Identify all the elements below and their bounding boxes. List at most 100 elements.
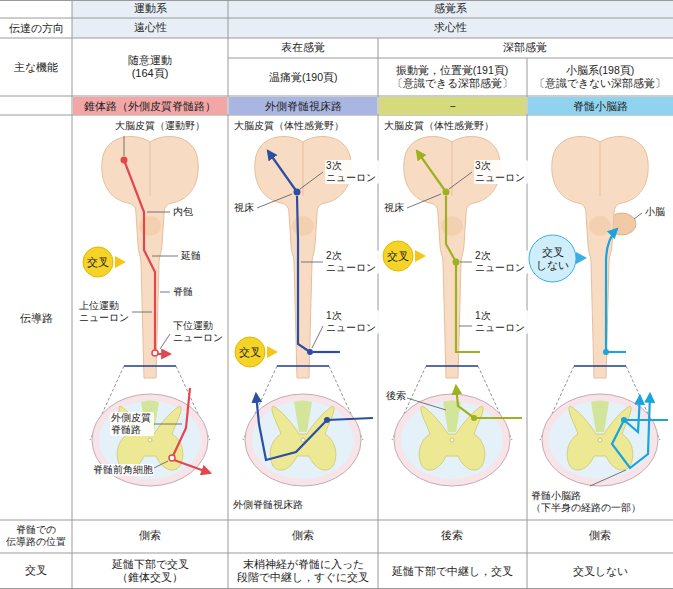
tract-name: 錐体路（外側皮質脊髄路）: [84, 100, 216, 113]
table-cell: 後索: [441, 529, 463, 542]
tract-label: 外側脊髄視床路: [232, 499, 304, 511]
leader-line: [124, 136, 642, 486]
crossing-text: 交叉: [87, 256, 109, 269]
column-header: 表在感覚: [281, 41, 325, 54]
neuron-dot: [443, 189, 478, 422]
crossing-badge: 交叉 しない: [528, 234, 577, 283]
table-grid: [72, 0, 673, 38]
neuron-dot: [169, 455, 175, 461]
illustration: [542, 394, 658, 486]
table-grid: [72, 0, 73, 589]
neuron-dot: [294, 189, 301, 196]
table-grid: [0, 18, 673, 19]
neuron-label: 2次 ニューロン: [325, 250, 379, 274]
crossing-badge: 交叉: [82, 246, 114, 278]
crossing-badge: 交叉: [234, 336, 266, 368]
pyramidal-tract: [158, 353, 170, 355]
leader-line: [257, 194, 292, 208]
table-cell: 小脳系(198頁) 〔意識できない深部感覚〕: [530, 64, 670, 89]
structure-label: 延髄: [180, 250, 202, 262]
leader-line: [152, 256, 178, 257]
badge-circle: [383, 241, 413, 271]
structure-label: 大脳皮質（体性感覚野）: [233, 120, 345, 132]
table-cell: 側索: [292, 529, 314, 542]
structure-label: 大脳皮質（体性感覚野）: [383, 120, 495, 132]
column-header: 感覚系: [434, 2, 467, 15]
leader-line: [300, 172, 323, 189]
leader-line: [153, 424, 182, 425]
spinocerebellar-tract: [612, 394, 668, 468]
table-cell: 交叉しない: [573, 565, 628, 578]
neuron-label: 3次 ニューロン: [325, 160, 379, 184]
table-cell: 振動覚，位置覚(191頁) 〔意識できる深部感覚〕: [381, 64, 523, 89]
table-grid: [228, 58, 673, 59]
spinocerebellar-tract: [606, 229, 668, 468]
spinothalamic-tract: [327, 418, 373, 420]
posterior-column-tract: [417, 151, 522, 418]
leader-line: [124, 136, 125, 156]
column-header: 運動系: [134, 2, 167, 15]
neuron-dot: [324, 417, 330, 423]
leader-line: [407, 194, 441, 208]
structure-label: 小脳: [644, 206, 666, 218]
pointer-arrow: [415, 250, 426, 262]
table-cell: 側索: [589, 529, 611, 542]
table-grid: [0, 520, 673, 521]
leader-line: [449, 172, 472, 189]
tract-band: −: [379, 97, 526, 115]
neuron-label: 3次 ニューロン: [474, 160, 528, 184]
structure-label: 脊髄: [172, 286, 194, 298]
row-header: 伝達の方向: [9, 22, 64, 35]
spinothalamic-tract: [256, 151, 373, 460]
badge-circle: [529, 235, 576, 282]
table-cell: 延髄下部で交叉 （錐体交叉）: [90, 558, 210, 583]
table-grid: [0, 38, 673, 39]
table-grid: [228, 0, 229, 589]
crossing-text: 交叉: [387, 250, 409, 263]
leader-line: [160, 334, 170, 349]
neuron-dot: [443, 189, 450, 196]
pyramidal-tract: [174, 460, 210, 473]
leader-line: [147, 212, 170, 213]
structure-label: 大脳皮質（運動野）: [114, 120, 206, 132]
row-header: 伝導路: [20, 312, 53, 325]
posterior-column-tract: [456, 386, 522, 418]
tract-name: 外側脊髄視床路: [265, 100, 342, 113]
tract-label: 後索: [385, 390, 407, 402]
neuron-dot: [453, 259, 460, 266]
crossing-text: 交叉: [239, 346, 261, 359]
table-grid: [0, 588, 673, 589]
posterior-column-tract: [456, 265, 480, 352]
neuron-label: 1次 ニューロン: [325, 310, 379, 334]
spinothalamic-tract: [256, 394, 327, 460]
spinothalamic-tract: [268, 151, 297, 192]
tract-label: 脊髄小脳路 （下半身の経路の一部）: [530, 490, 654, 514]
illustration: [394, 394, 510, 486]
posterior-column-tract: [417, 151, 446, 192]
pointer-arrow: [115, 250, 587, 358]
row-header: 主な機能: [14, 61, 58, 74]
leader-line: [301, 262, 323, 263]
neuron-dot: [307, 349, 313, 355]
column-header: 深部感覚: [503, 41, 547, 54]
crossing-text: 交叉 しない: [536, 246, 570, 271]
spinocerebellar-tract: [624, 396, 640, 432]
leader-line: [312, 326, 323, 348]
tract-name: −: [449, 100, 455, 113]
row-header: 交叉: [25, 564, 47, 577]
badge-circle: [83, 247, 113, 277]
leader-line: [407, 398, 446, 410]
neuron-dot: [603, 349, 627, 423]
spinothalamic-tract: [297, 196, 310, 352]
spinocerebellar-tract: [606, 229, 626, 352]
leader-line: [160, 292, 170, 293]
tract-label: 外側皮質 脊髄路: [110, 412, 154, 436]
leader-line: [590, 470, 626, 486]
table-cell: 延髄下部で中継し，交叉: [392, 565, 513, 578]
table-cell: 温痛覚(190頁): [269, 71, 338, 84]
posterior-column-tract: [446, 196, 456, 262]
tract-band: 錐体路（外側皮質脊髄路）: [73, 97, 227, 115]
